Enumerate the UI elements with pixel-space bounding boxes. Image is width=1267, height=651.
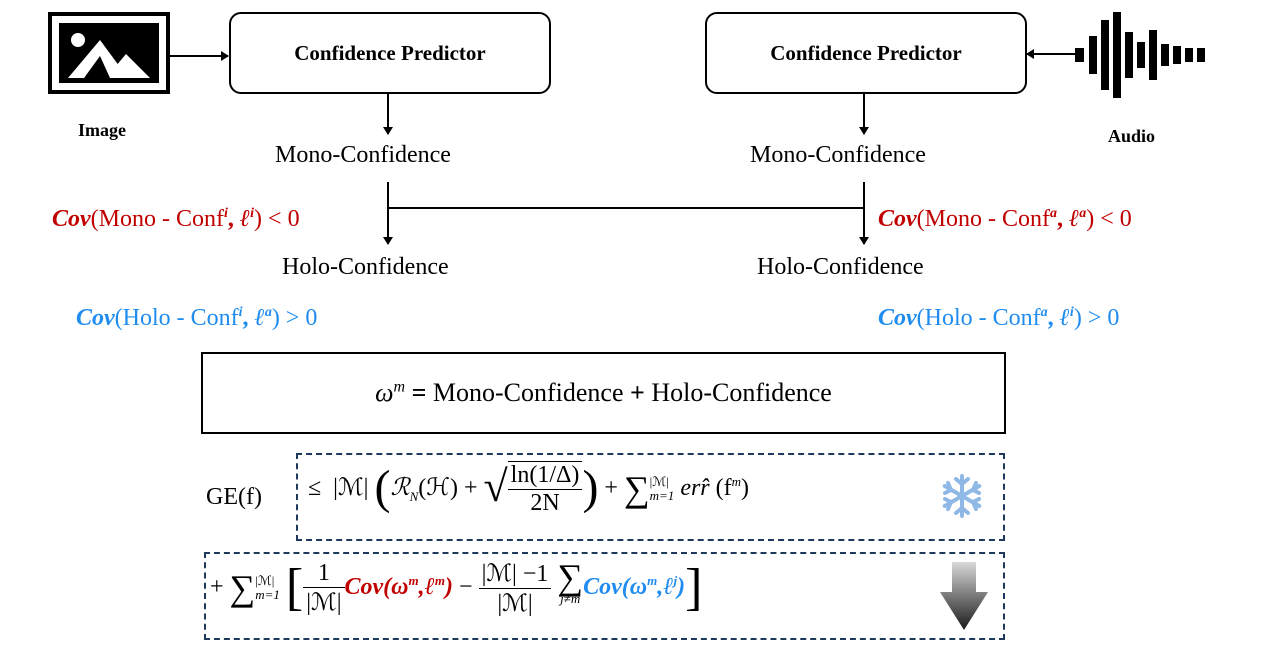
image-caption: Image — [78, 120, 126, 140]
left-predictor-label: Confidence Predictor — [294, 40, 486, 65]
audio-waveform-icon — [1075, 12, 1210, 98]
image-icon — [48, 12, 170, 94]
left-mono-confidence: Mono-Confidence — [275, 142, 451, 168]
bound-term-1-frame — [296, 453, 1005, 541]
generalization-error-lhs: GE(f) — [206, 484, 262, 510]
bound-term-2-frame — [204, 552, 1005, 640]
left-holo-confidence: Holo-Confidence — [282, 254, 449, 280]
audio-caption: Audio — [1108, 126, 1156, 146]
left-confidence-predictor: Confidence Predictor — [229, 12, 551, 94]
omega-equation-box: ωm = Mono-Confidence + Holo-Confidence — [201, 352, 1006, 434]
right-predictor-label: Confidence Predictor — [770, 40, 962, 65]
right-holo-confidence: Holo-Confidence — [757, 254, 924, 280]
right-holo-cov-condition: Cov(Holo - Confa, ℓi) > 0 — [878, 305, 1120, 331]
right-mono-confidence: Mono-Confidence — [750, 142, 926, 168]
left-mono-cov-condition: Cov(Mono - Confi, ℓi) < 0 — [52, 206, 300, 232]
omega-equation: ωm = Mono-Confidence + Holo-Confidence — [375, 378, 832, 407]
snowflake-icon — [940, 474, 984, 518]
bound-term-1: ≤ |ℳ| (ℛN(ℋ) + √ln(1/Δ)2N) + ∑|ℳ|m=1 err… — [308, 461, 750, 517]
left-holo-cov-condition: Cov(Holo - Confi, ℓa) > 0 — [76, 305, 318, 331]
right-mono-cov-condition: Cov(Mono - Confa, ℓa) < 0 — [878, 206, 1132, 232]
bound-term-2: + ∑|ℳ|m=1 [1|ℳ|Cov(ωm,ℓm) − |ℳ| −1|ℳ| ∑j… — [210, 557, 703, 617]
right-confidence-predictor: Confidence Predictor — [705, 12, 1027, 94]
down-arrow-icon — [940, 562, 988, 630]
